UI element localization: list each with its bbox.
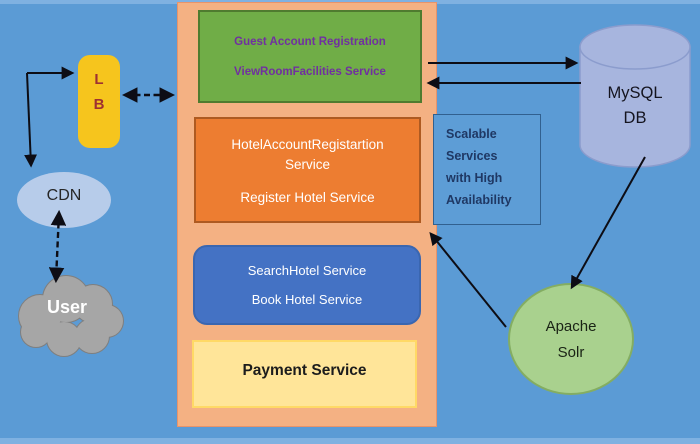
- note-line-3: with High: [446, 171, 503, 185]
- hotel-account-registration-label: HotelAccountRegistartion Service: [231, 136, 384, 172]
- book-hotel-service-label: Book Hotel Service: [251, 292, 363, 307]
- hotel-account-box: HotelAccountRegistartion Service Registe…: [194, 117, 421, 223]
- bottom-edge-strip: [0, 438, 700, 444]
- guest-account-registration-label: Guest Account Registration: [234, 35, 386, 48]
- lb-letter-l: L: [94, 71, 104, 88]
- search-book-box: SearchHotel Service Book Hotel Service: [193, 245, 421, 325]
- apache-solr-node: Apache Solr: [508, 283, 634, 395]
- payment-service-label: Payment Service: [242, 362, 367, 379]
- viewroomfacilities-service-label: ViewRoomFacilities Service: [234, 65, 386, 78]
- scalable-services-note: Scalable Services with High Availability: [433, 114, 541, 225]
- mysql-cylinder-shape: [579, 24, 691, 168]
- lb-letter-b: B: [93, 96, 105, 113]
- load-balancer-node: L B: [78, 55, 120, 148]
- register-hotel-service-label: Register Hotel Service: [240, 190, 375, 206]
- mysql-line: MySQL: [607, 84, 663, 102]
- note-line-2: Services: [446, 149, 498, 163]
- solr-line-1: Apache: [545, 317, 597, 335]
- searchhotel-service-label: SearchHotel Service: [247, 263, 367, 278]
- note-line-1: Scalable: [446, 127, 497, 141]
- solr-line-2: Solr: [557, 343, 585, 361]
- mysql-db-label: MySQL DB: [585, 81, 685, 131]
- cdn-label: CDN: [46, 187, 82, 204]
- user-label: User: [46, 297, 88, 317]
- note-line-4: Availability: [446, 193, 512, 207]
- payment-service-box: Payment Service: [192, 340, 417, 408]
- guest-services-box: Guest Account Registration ViewRoomFacil…: [198, 10, 422, 103]
- user-cloud-shape: [18, 275, 124, 357]
- db-line: DB: [623, 109, 647, 127]
